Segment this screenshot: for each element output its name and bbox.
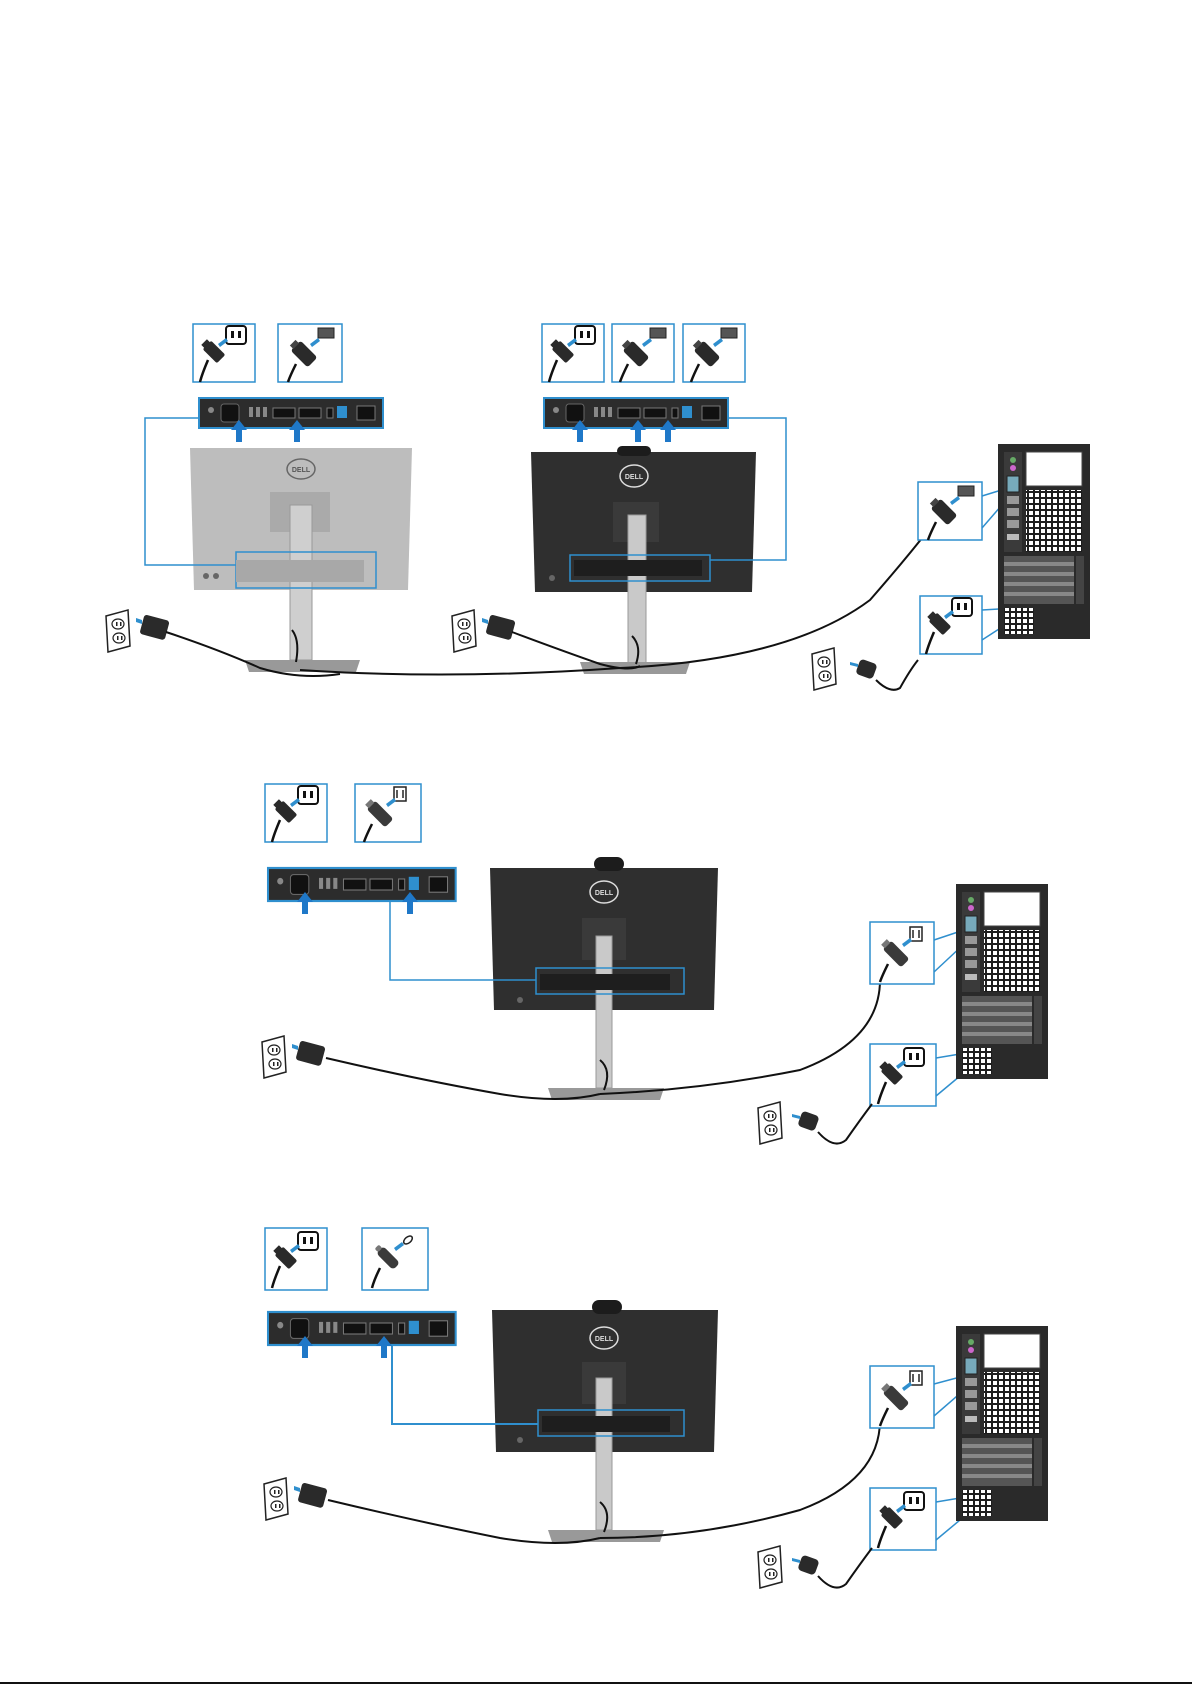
power-plug-icon bbox=[482, 614, 516, 640]
desktop-tower bbox=[998, 444, 1090, 639]
logo-text: DELL bbox=[595, 890, 614, 897]
hdmi-callout bbox=[612, 324, 674, 382]
power-callout bbox=[542, 324, 604, 382]
power-plug-icon bbox=[850, 658, 878, 679]
power-callout bbox=[265, 1228, 327, 1290]
wall-outlet-icon bbox=[758, 1102, 782, 1144]
wall-outlet-icon bbox=[452, 610, 476, 652]
port-panel bbox=[268, 1312, 456, 1345]
power-callout bbox=[193, 324, 255, 382]
power-plug-icon bbox=[792, 1110, 820, 1131]
desktop-tower bbox=[956, 1326, 1048, 1521]
section-usb-c: DELL bbox=[264, 1228, 1048, 1588]
power-plug-icon bbox=[792, 1554, 820, 1575]
section-usb-a: DELL bbox=[262, 784, 1048, 1144]
usb-c-callout bbox=[362, 1228, 428, 1290]
logo-text: DELL bbox=[625, 474, 644, 481]
monitor-dark: DELL bbox=[490, 857, 718, 1100]
section-daisy-chain: DELL bbox=[106, 324, 1090, 690]
power-callout bbox=[870, 1044, 936, 1106]
port-panel bbox=[268, 868, 456, 901]
wall-outlet-icon bbox=[812, 648, 836, 690]
desktop-tower bbox=[956, 884, 1048, 1079]
port-panel bbox=[199, 398, 383, 428]
power-plug-icon bbox=[136, 614, 170, 640]
power-callout bbox=[870, 1488, 936, 1550]
monitor-dark: DELL bbox=[492, 1300, 718, 1542]
wall-outlet-icon bbox=[262, 1036, 286, 1078]
usb-callout bbox=[870, 1366, 934, 1428]
power-callout bbox=[920, 596, 982, 654]
power-callout bbox=[265, 784, 327, 842]
logo-text: DELL bbox=[292, 467, 311, 474]
logo-text: DELL bbox=[595, 1336, 614, 1343]
hdmi-callout bbox=[918, 482, 982, 540]
wall-outlet-icon bbox=[758, 1546, 782, 1588]
usb-callout bbox=[870, 922, 934, 984]
hdmi-callout bbox=[278, 324, 342, 382]
power-plug-icon bbox=[294, 1482, 328, 1508]
power-plug-icon bbox=[292, 1040, 326, 1066]
usb-callout bbox=[355, 784, 421, 842]
monitor-light: DELL bbox=[190, 448, 412, 672]
wall-outlet-icon bbox=[106, 610, 130, 652]
wall-outlet-icon bbox=[264, 1478, 288, 1520]
hdmi-callout bbox=[683, 324, 745, 382]
footer-divider bbox=[0, 1682, 1192, 1684]
